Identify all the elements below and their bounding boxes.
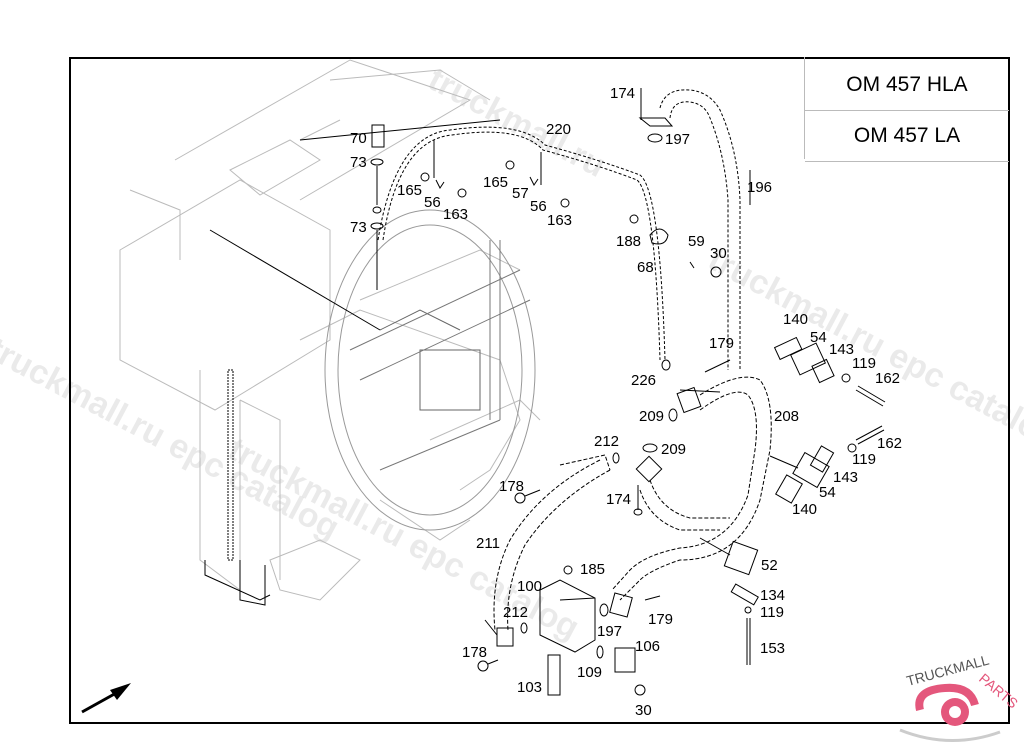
callout-162[interactable]: 162 (875, 370, 901, 387)
callout-197[interactable]: 197 (665, 131, 691, 148)
callout-56[interactable]: 56 (424, 194, 441, 211)
callout-196[interactable]: 196 (747, 179, 773, 196)
pipe-220 (377, 126, 666, 361)
callout-174[interactable]: 174 (610, 85, 636, 102)
model-om-457-hla[interactable]: OM 457 HLA (805, 59, 1009, 111)
pipe-211 (493, 454, 611, 631)
model-om-457-la[interactable]: OM 457 LA (805, 110, 1009, 162)
svg-text:PARTS: PARTS (976, 670, 1021, 711)
callout-162[interactable]: 162 (877, 435, 903, 452)
callout-185[interactable]: 185 (580, 561, 606, 578)
radiator-assembly (119, 59, 541, 601)
callout-119[interactable]: 119 (852, 355, 876, 372)
callout-103[interactable]: 103 (517, 679, 543, 696)
callout-188[interactable]: 188 (616, 233, 642, 250)
callout-165[interactable]: 165 (397, 182, 423, 199)
callout-220[interactable]: 220 (546, 121, 572, 138)
callout-197[interactable]: 197 (597, 623, 623, 640)
callout-163[interactable]: 163 (547, 212, 573, 229)
callout-59[interactable]: 59 (688, 233, 705, 250)
callout-211[interactable]: 211 (476, 535, 500, 552)
callout-153[interactable]: 153 (760, 640, 786, 657)
pipe-208 (611, 376, 772, 601)
callout-68[interactable]: 68 (637, 259, 654, 276)
callout-73[interactable]: 73 (350, 219, 367, 236)
callout-57[interactable]: 57 (512, 185, 529, 202)
callout-163[interactable]: 163 (443, 206, 469, 223)
callout-178[interactable]: 178 (499, 478, 525, 495)
callout-209[interactable]: 209 (639, 408, 665, 425)
diagram-frame (69, 57, 1010, 724)
callout-212[interactable]: 212 (503, 604, 529, 621)
callout-209[interactable]: 209 (661, 441, 687, 458)
callout-119[interactable]: 119 (852, 451, 876, 468)
callout-178[interactable]: 178 (462, 644, 488, 661)
small-parts (370, 88, 886, 696)
callout-30[interactable]: 30 (710, 245, 727, 262)
callout-226[interactable]: 226 (631, 372, 657, 389)
callout-109[interactable]: 109 (577, 664, 603, 681)
callout-143[interactable]: 143 (833, 469, 859, 486)
callout-56[interactable]: 56 (530, 198, 547, 215)
callout-174[interactable]: 174 (606, 491, 632, 508)
model-table: OM 457 HLA OM 457 LA (804, 57, 1011, 162)
callout-134[interactable]: 134 (760, 587, 786, 604)
callout-100[interactable]: 100 (517, 578, 543, 595)
callout-70[interactable]: 70 (350, 130, 367, 147)
callout-54[interactable]: 54 (819, 484, 836, 501)
callout-140[interactable]: 140 (792, 501, 818, 518)
callout-73[interactable]: 73 (350, 154, 367, 171)
callout-179[interactable]: 179 (709, 335, 735, 352)
pipe-196 (659, 89, 741, 370)
callout-52[interactable]: 52 (761, 557, 778, 574)
arrow-up-right-icon (81, 683, 131, 714)
callout-30[interactable]: 30 (635, 702, 652, 719)
callout-179[interactable]: 179 (648, 611, 674, 628)
callout-119[interactable]: 119 (760, 604, 784, 621)
callout-143[interactable]: 143 (829, 341, 855, 358)
callout-212[interactable]: 212 (594, 433, 620, 450)
callout-208[interactable]: 208 (774, 408, 800, 425)
truckmallparts-logo: TRUCKMALL PARTS (890, 650, 1024, 750)
callout-165[interactable]: 165 (483, 174, 509, 191)
callout-106[interactable]: 106 (635, 638, 661, 655)
callout-54[interactable]: 54 (810, 329, 827, 346)
callout-140[interactable]: 140 (783, 311, 809, 328)
